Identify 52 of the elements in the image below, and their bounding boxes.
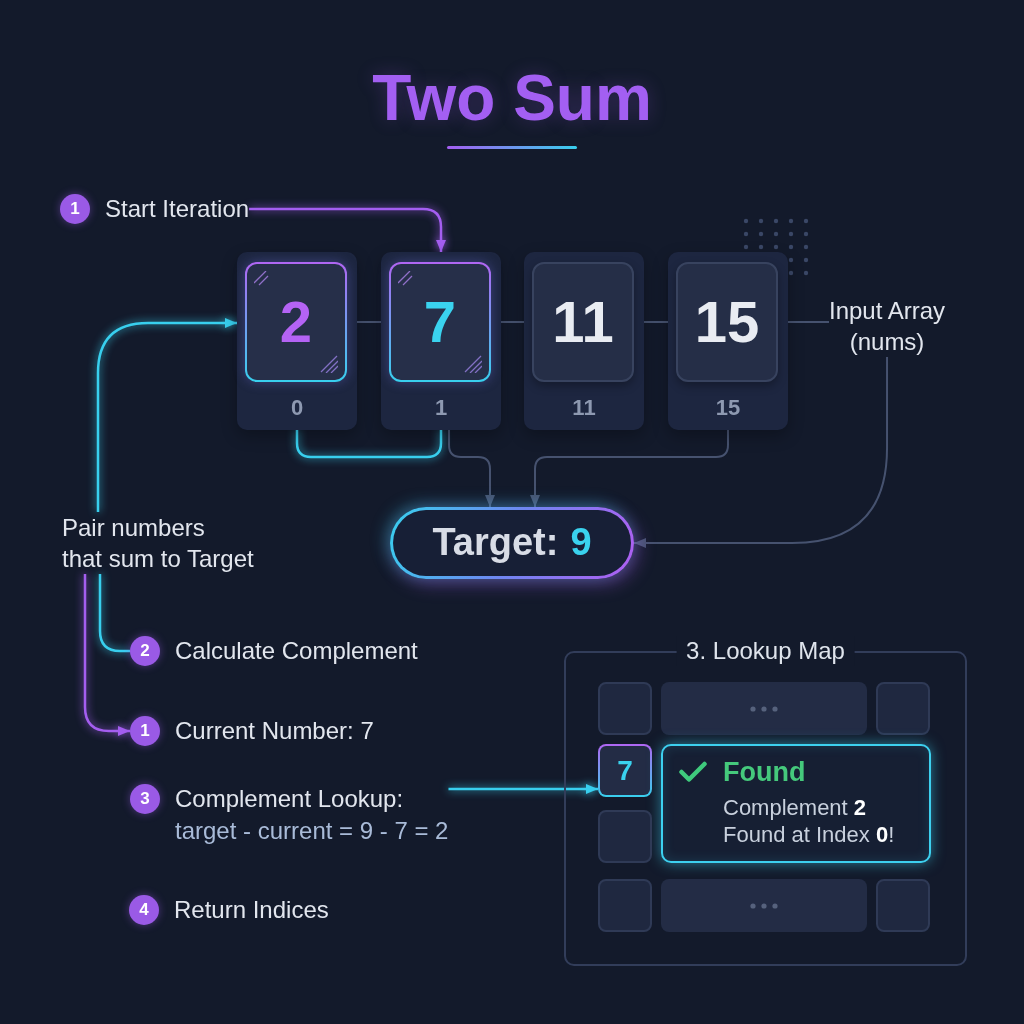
array-card (676, 262, 778, 382)
result-text: Complement 2 Found at Index 0! (723, 794, 896, 848)
arrow (249, 207, 446, 252)
step-number: 1 (130, 716, 160, 746)
connector-line (98, 574, 130, 653)
arrow (448, 429, 495, 508)
map-slot (598, 682, 652, 735)
arrow (96, 318, 237, 512)
array-slot (668, 252, 788, 430)
map-slot (876, 879, 930, 932)
result-card (661, 744, 931, 863)
connector-line (295, 430, 443, 459)
array-slot (381, 252, 501, 430)
step-number: 3 (130, 784, 160, 814)
map-value-slot (661, 879, 867, 932)
array-value: 11 (552, 293, 614, 351)
arrow (83, 574, 130, 736)
result-heading: Found (723, 756, 806, 788)
step-number: 2 (130, 636, 160, 666)
map-slot (876, 682, 930, 735)
step-label: Calculate Complement (175, 636, 418, 666)
step-number: 4 (129, 895, 159, 925)
arrow (448, 784, 598, 794)
target-value: 9 (570, 522, 592, 564)
array-slot (237, 252, 357, 430)
arrow (530, 429, 729, 508)
array-card (389, 262, 491, 382)
array-value: 7 (423, 293, 457, 351)
array-slot (524, 252, 644, 430)
step-label: Current Number: 7 (175, 716, 374, 746)
index-label: 1 (434, 394, 448, 422)
array-value: 15 (694, 293, 760, 351)
map-key: 7 (598, 744, 652, 797)
index-label: 0 (290, 394, 304, 422)
formula-text: target - current = 9 - 7 = 2 (175, 816, 449, 846)
note-text: Pair numbers that sum to Target (62, 513, 254, 574)
step-label: Start Iteration (105, 194, 250, 224)
step-label: Return Indices (174, 895, 329, 925)
index-label: 15 (715, 394, 741, 422)
step-number: 1 (60, 194, 90, 224)
array-caption: Input Array (nums) (829, 296, 946, 357)
map-slot (598, 810, 652, 863)
map-value-slot (661, 682, 867, 735)
index-label: 11 (572, 394, 596, 422)
array-card (245, 262, 347, 382)
target-label: Target: (432, 522, 559, 564)
array-card (532, 262, 634, 382)
step-label: Complement Lookup: (175, 784, 404, 814)
array-value: 2 (279, 293, 313, 351)
arrow (633, 356, 889, 548)
map-slot (598, 879, 652, 932)
title: Two Sum (372, 66, 652, 130)
